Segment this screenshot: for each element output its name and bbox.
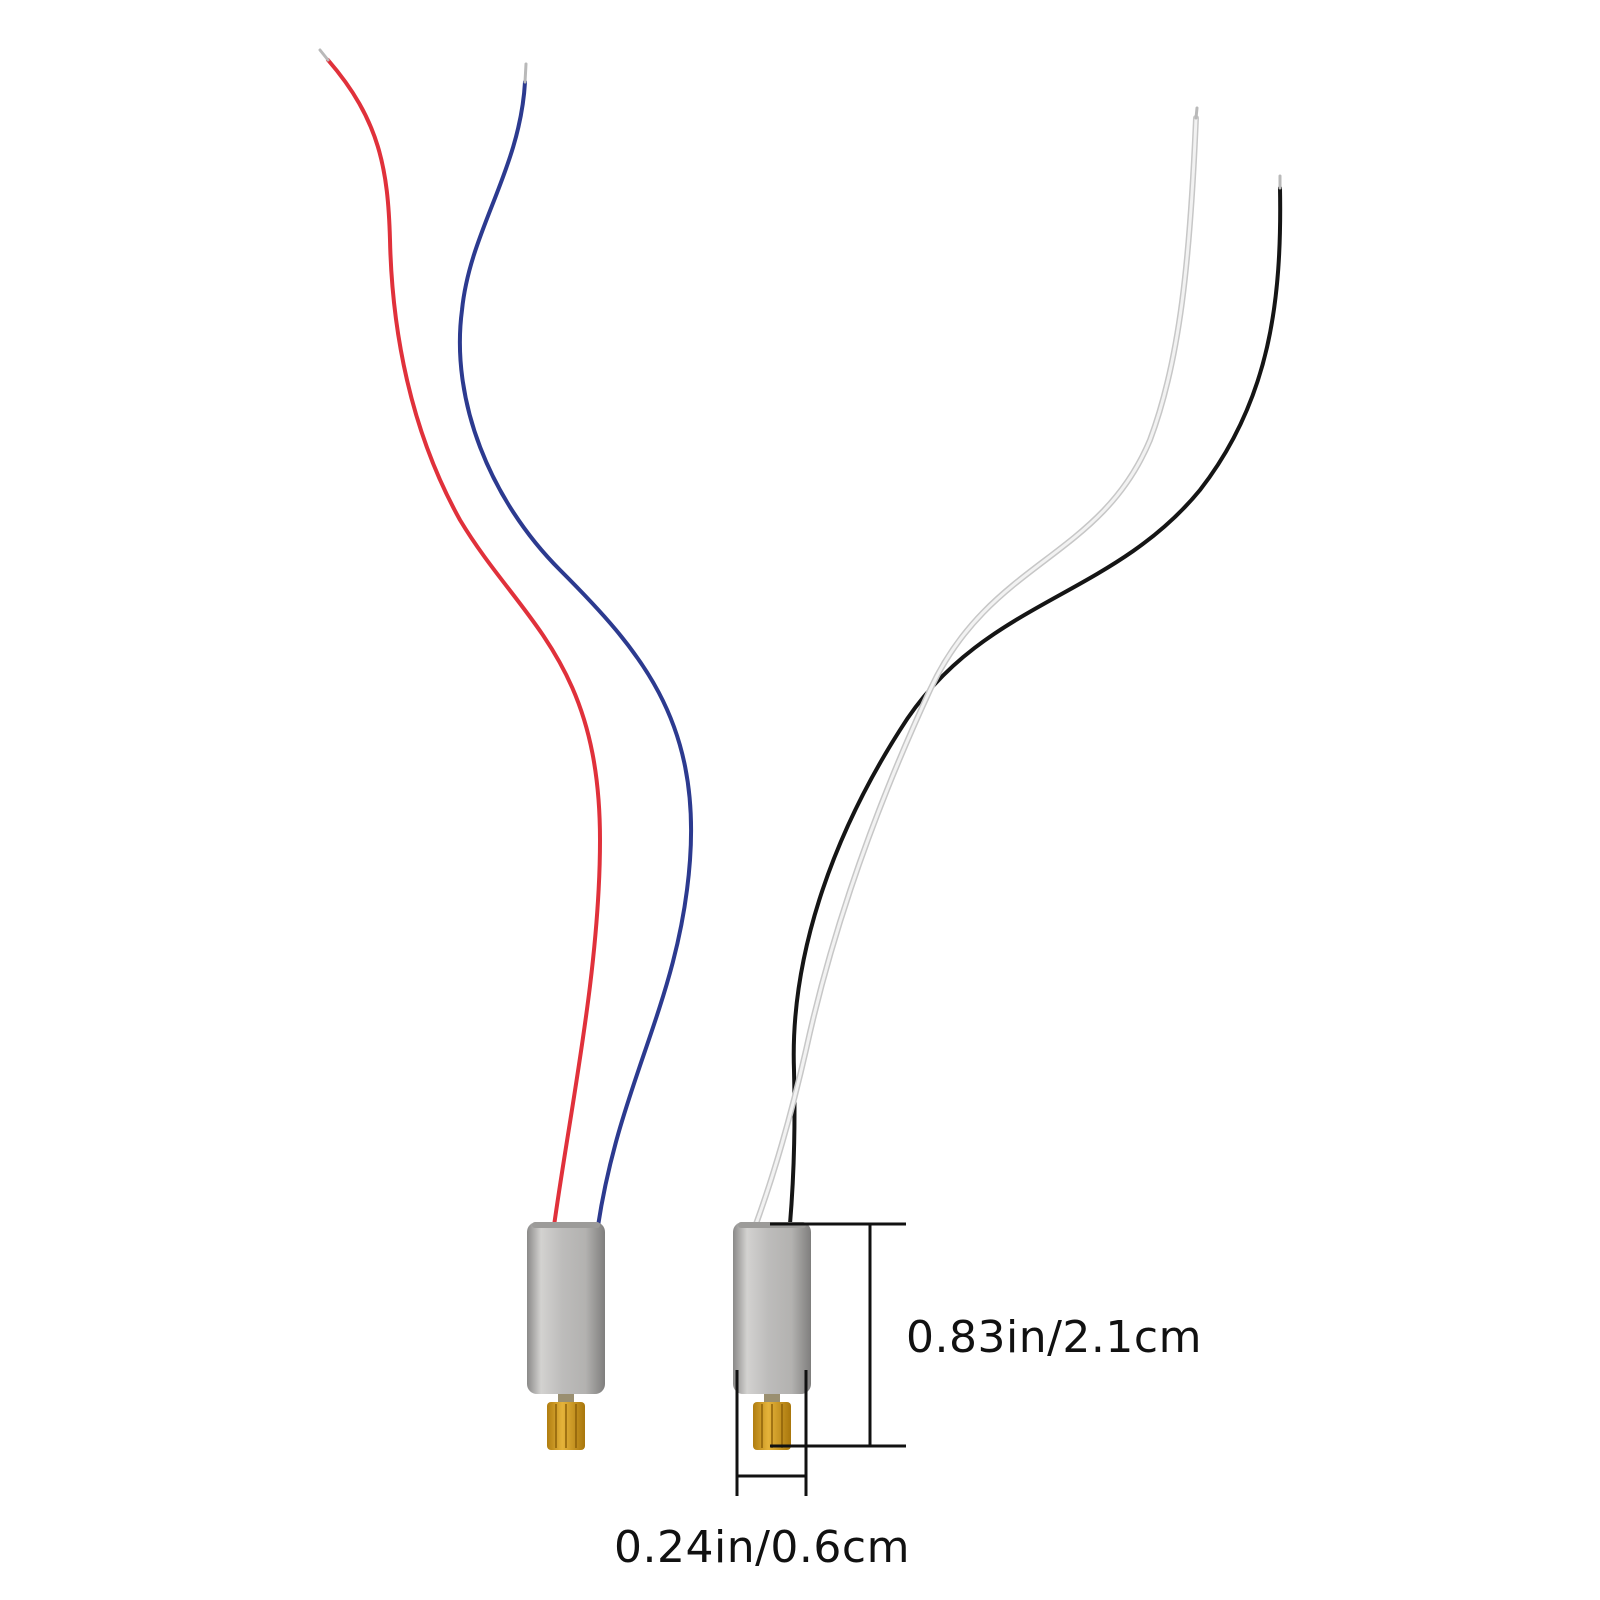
width-dimension-lines: [735, 1370, 808, 1496]
motor-shaft: [764, 1394, 780, 1404]
height-dimension-label: 0.83in/2.1cm: [906, 1312, 1202, 1363]
width-dimension-label: 0.24in/0.6cm: [614, 1522, 910, 1573]
right-motor: [733, 1222, 811, 1450]
white-wire: [754, 116, 1198, 1226]
motor-can: [733, 1222, 811, 1394]
motor-shaft: [558, 1394, 574, 1404]
motor-end-cap: [532, 1222, 600, 1228]
motor-can: [527, 1222, 605, 1394]
blue-wire: [457, 80, 694, 1228]
height-dimension-lines: [770, 1222, 906, 1448]
white-wire-outline: [753, 115, 1199, 1227]
right-motor-wires: [753, 115, 1283, 1227]
wire-tips: [318, 48, 1282, 190]
red-wire: [326, 58, 603, 1228]
left-motor: [527, 1222, 605, 1450]
black-wire: [788, 186, 1283, 1226]
left-motor-wires: [326, 58, 694, 1228]
